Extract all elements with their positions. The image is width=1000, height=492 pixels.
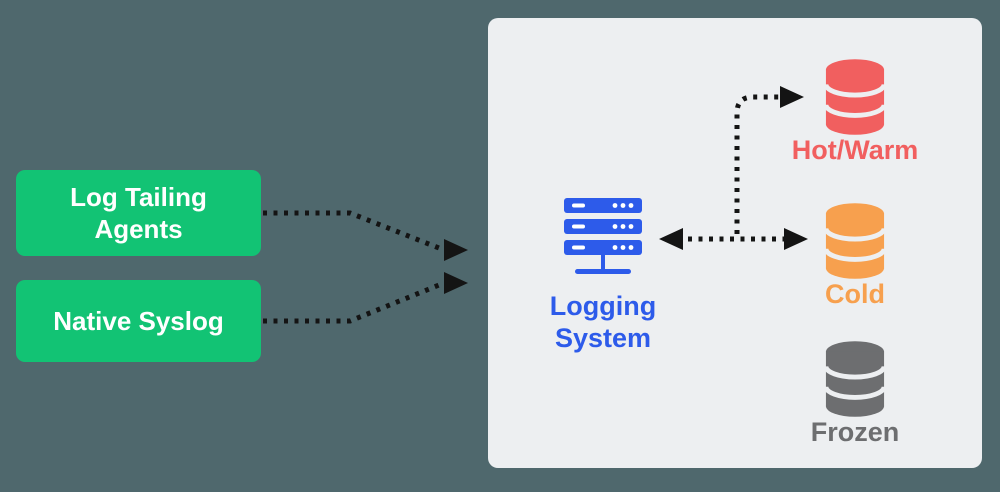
server-icon [564,198,642,274]
arrowhead-icon [444,272,468,294]
source-box-log-tailing-agents: Log Tailing Agents [16,170,261,256]
hot-warm-label: Hot/Warm [791,135,919,165]
arrow-syslog-to-system [263,280,445,324]
source-label-native-syslog: Native Syslog [53,305,224,336]
cold-label: Cold [825,279,885,309]
source-label-log-tailing-agents: Log Tailing Agents [70,181,207,245]
server-racks [564,198,642,274]
cold-database-icon [824,203,886,279]
frozen-database-icon [824,341,886,417]
database-segment-gaps [824,365,886,400]
logging-system-panel [488,18,982,468]
logging-system-label: Logging System [549,291,657,354]
arrow-log-tailing-to-system [263,210,445,253]
database-segment-gaps [824,83,886,118]
arrowhead-icon [444,239,468,261]
frozen-label: Frozen [810,417,900,447]
source-box-native-syslog: Native Syslog [16,280,261,362]
server-rack-details [572,203,634,250]
database-segment-gaps [824,227,886,262]
hot-warm-database-icon [824,59,886,135]
